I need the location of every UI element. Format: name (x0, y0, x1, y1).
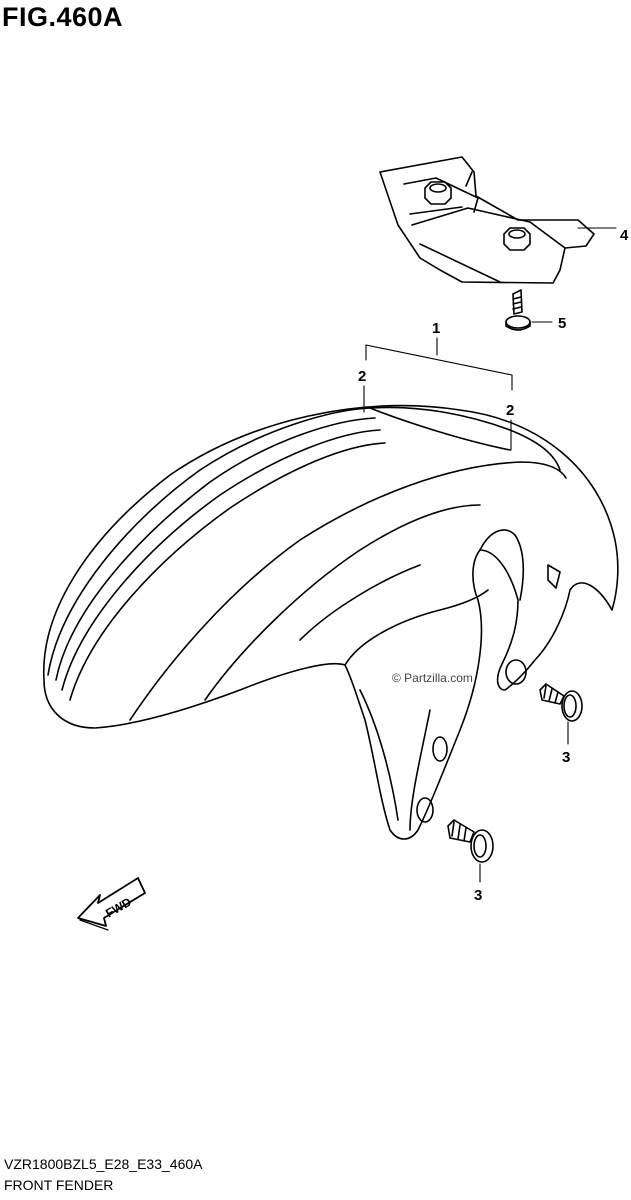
callout-3-lower: 3 (474, 887, 482, 904)
figure-title: FIG.460A (2, 2, 124, 32)
part-4-bracket[interactable] (379, 156, 595, 284)
section-name: FRONT FENDER (4, 1177, 114, 1193)
model-code: VZR1800BZL5_E28_E33_460A (4, 1156, 203, 1172)
fwd-label: FWD (103, 895, 134, 921)
part-5-screw[interactable] (505, 289, 531, 331)
callout-labels: 1 2 2 3 3 4 5 (358, 227, 629, 904)
callout-3-upper: 3 (562, 749, 570, 766)
bracket-nut-left (424, 181, 452, 205)
part-3-bolt-upper[interactable] (539, 683, 583, 722)
fwd-direction-arrow: FWD (77, 877, 146, 931)
bracket-nut-right (503, 227, 531, 251)
watermark-text: © Partzilla.com (392, 671, 473, 685)
callout-5: 5 (558, 315, 566, 332)
callout-2-right: 2 (506, 402, 514, 419)
callout-2-left: 2 (358, 368, 366, 385)
callout-4: 4 (620, 227, 629, 244)
leader-lines (363, 227, 617, 883)
part-3-bolt-lower[interactable] (447, 819, 494, 863)
callout-1: 1 (432, 320, 440, 337)
part-1-front-fender[interactable] (43, 404, 619, 840)
